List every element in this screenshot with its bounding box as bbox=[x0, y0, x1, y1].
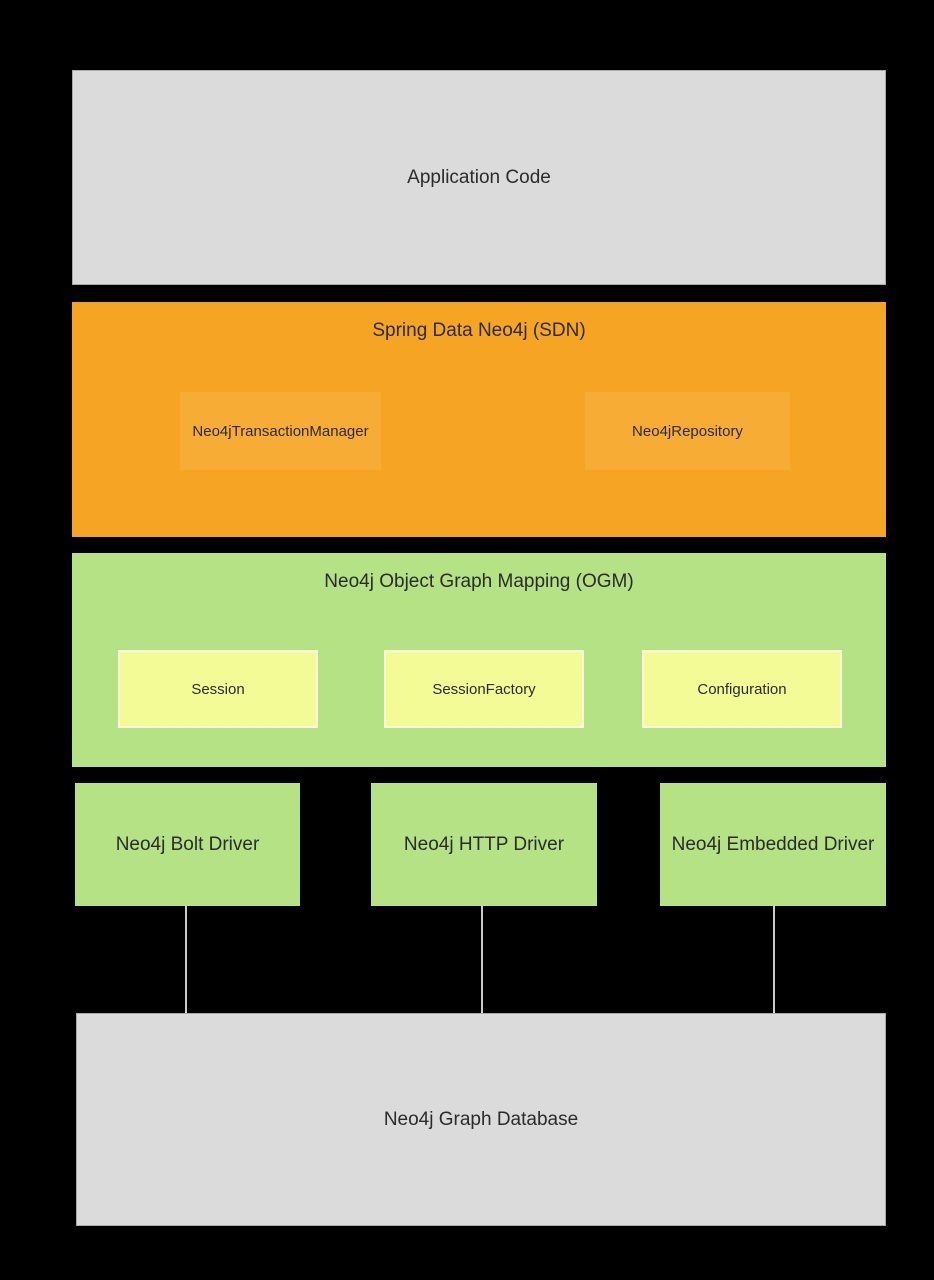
http-driver-connector-line bbox=[481, 906, 483, 1013]
application-code-box: Application Code bbox=[72, 70, 886, 285]
graph-database-label: Neo4j Graph Database bbox=[383, 1108, 579, 1130]
application-code-label: Application Code bbox=[407, 166, 551, 188]
neo4j-transaction-manager-label: Neo4jTransactionManager bbox=[192, 422, 369, 440]
bolt-driver-box: Neo4j Bolt Driver bbox=[75, 783, 300, 906]
sdn-title: Spring Data Neo4j (SDN) bbox=[372, 320, 586, 341]
configuration-label: Configuration bbox=[697, 680, 787, 698]
configuration-box: Configuration bbox=[642, 650, 842, 728]
embedded-driver-box: Neo4j Embedded Driver bbox=[660, 783, 886, 906]
neo4j-repository-box: Neo4jRepository bbox=[585, 392, 790, 470]
sdn-box: Spring Data Neo4j (SDN) Neo4jTransaction… bbox=[72, 302, 886, 537]
session-label: Session bbox=[191, 680, 245, 698]
http-driver-label: Neo4j HTTP Driver bbox=[403, 833, 565, 855]
bolt-driver-label: Neo4j Bolt Driver bbox=[115, 833, 260, 855]
neo4j-repository-label: Neo4jRepository bbox=[632, 422, 743, 440]
session-factory-label: SessionFactory bbox=[432, 680, 536, 698]
session-box: Session bbox=[118, 650, 318, 728]
neo4j-transaction-manager-box: Neo4jTransactionManager bbox=[180, 392, 381, 470]
embedded-driver-connector-line bbox=[773, 906, 775, 1013]
ogm-title: Neo4j Object Graph Mapping (OGM) bbox=[324, 571, 634, 592]
embedded-driver-label: Neo4j Embedded Driver bbox=[671, 833, 875, 855]
bolt-driver-connector-line bbox=[185, 906, 187, 1013]
http-driver-box: Neo4j HTTP Driver bbox=[371, 783, 597, 906]
ogm-box: Neo4j Object Graph Mapping (OGM) Session… bbox=[72, 553, 886, 767]
graph-database-box: Neo4j Graph Database bbox=[76, 1013, 886, 1226]
session-factory-box: SessionFactory bbox=[384, 650, 584, 728]
